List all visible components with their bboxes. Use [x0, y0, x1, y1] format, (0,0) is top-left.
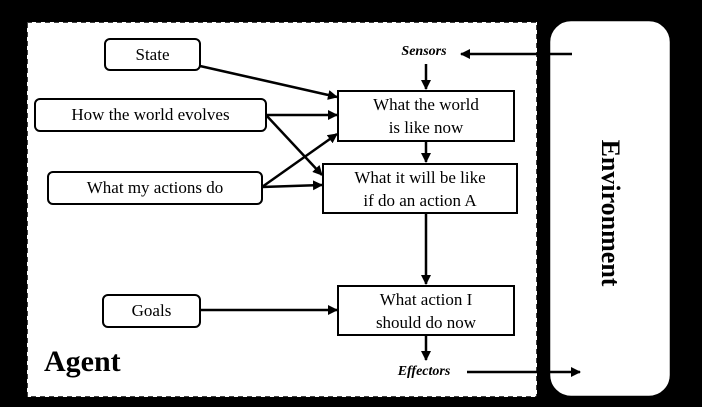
will-be-box: What it will be like if do an action A — [322, 163, 518, 214]
actions-do-label: What my actions do — [86, 178, 224, 197]
world-evolves-box: How the world evolves — [34, 98, 267, 132]
effectors-label: Effectors — [397, 364, 451, 379]
action-box: What action I should do now — [337, 285, 515, 336]
world-evolves-label: How the world evolves — [71, 105, 230, 124]
arrow-actions-to-world-now — [261, 132, 338, 189]
arrow-actions-to-will-be — [261, 180, 323, 191]
arrow-evolves-to-will-be — [265, 114, 323, 176]
actions-do-box: What my actions do — [47, 171, 263, 205]
world-now-line1: What the world — [373, 95, 479, 114]
will-be-line2: if do an action A — [363, 190, 477, 210]
state-box: State — [104, 38, 201, 71]
action-line2: should do now — [375, 312, 477, 332]
world-now-box: What the world is like now — [337, 90, 515, 142]
environment-box — [547, 18, 673, 399]
environment-label: Environment — [596, 139, 625, 287]
world-now-line2: is like now — [388, 118, 464, 137]
sensors-label: Sensors — [401, 44, 447, 59]
agent-label: Agent — [44, 345, 121, 378]
goals-label: Goals — [131, 301, 172, 320]
goals-box: Goals — [102, 294, 201, 328]
state-label: State — [135, 44, 170, 64]
will-be-line1: What it will be like — [354, 167, 486, 187]
action-line1: What action I — [379, 289, 473, 309]
arrow-state-to-world-now — [199, 64, 338, 100]
